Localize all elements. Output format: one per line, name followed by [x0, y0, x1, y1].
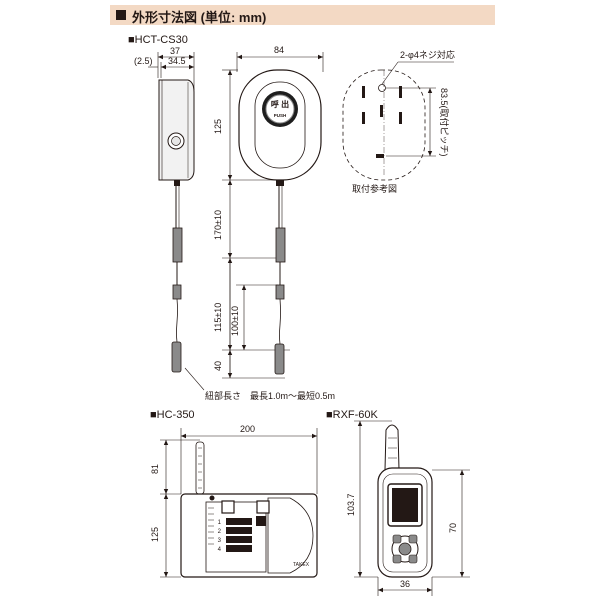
rxf-unit	[377, 424, 433, 578]
hct-front-width-dim	[236, 52, 324, 72]
cord-length-note: 紐部長さ 最長1.0m～最短0.5m	[205, 390, 335, 401]
call-button-label: 呼 出	[271, 99, 289, 109]
hc350-brand: TAKEX	[293, 562, 310, 568]
key-label: 1	[218, 520, 222, 526]
rxf-dimensions	[354, 420, 470, 596]
key-label: 2	[218, 529, 222, 535]
dim-cord-100: 100±10	[230, 306, 240, 336]
screw-label: 2-φ4ネジ対応	[400, 49, 455, 60]
section-title-rxf-60k: ■RXF-60K	[326, 409, 379, 421]
hct-front-view	[238, 69, 322, 186]
dim-width-body: 34.5	[168, 56, 186, 66]
header-square-icon	[116, 10, 126, 20]
section-title-hc-350: ■HC-350	[150, 409, 195, 421]
dim-rxf-width: 36	[400, 579, 410, 589]
dim-rxf-body: 70	[448, 523, 458, 533]
call-button-sublabel: PUSH	[274, 113, 287, 118]
hc350-unit	[180, 441, 318, 578]
dim-width-total: 37	[170, 46, 180, 56]
mount-reference-view	[342, 61, 454, 181]
hct-side-view	[158, 79, 195, 186]
hct-side-cord	[171, 186, 183, 373]
hct-front-cord	[274, 186, 286, 375]
pitch-label: 83.5(取付ピッチ)	[439, 88, 449, 157]
key-label: 3	[218, 538, 222, 544]
header-title: 外形寸法図 (単位: mm)	[132, 10, 267, 25]
dim-height-125: 125	[213, 119, 223, 134]
dim-hc-antenna: 81	[150, 464, 160, 474]
dim-hc-width: 200	[240, 424, 255, 434]
hct-top-dimensions	[148, 52, 195, 90]
mount-caption: 取付参考図	[352, 183, 397, 194]
dim-width-small: (2.5)	[134, 56, 153, 66]
dim-cord-170: 170±10	[213, 210, 223, 240]
cord-note-leader	[184, 367, 205, 391]
section-title-hct-cs30: ■HCT-CS30	[128, 34, 188, 46]
hc350-dimensions	[160, 428, 318, 578]
dim-front-width: 84	[274, 45, 284, 55]
section-header: 外形寸法図 (単位: mm)	[110, 5, 495, 25]
dim-cord-40: 40	[213, 361, 223, 371]
dim-cord-115: 115±10	[213, 303, 223, 332]
dim-hc-body: 125	[150, 527, 160, 542]
dim-rxf-total: 103.7	[346, 493, 356, 516]
hct-height-dimensions	[222, 69, 290, 379]
key-label: 4	[218, 547, 222, 553]
